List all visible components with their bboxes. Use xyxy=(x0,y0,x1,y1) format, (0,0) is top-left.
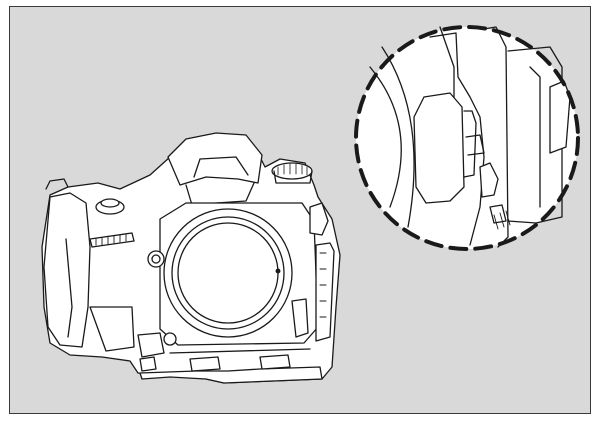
camera-body xyxy=(41,132,341,384)
detail-callout xyxy=(354,25,580,251)
camera-illustration xyxy=(41,25,580,384)
figure-frame xyxy=(9,6,591,414)
